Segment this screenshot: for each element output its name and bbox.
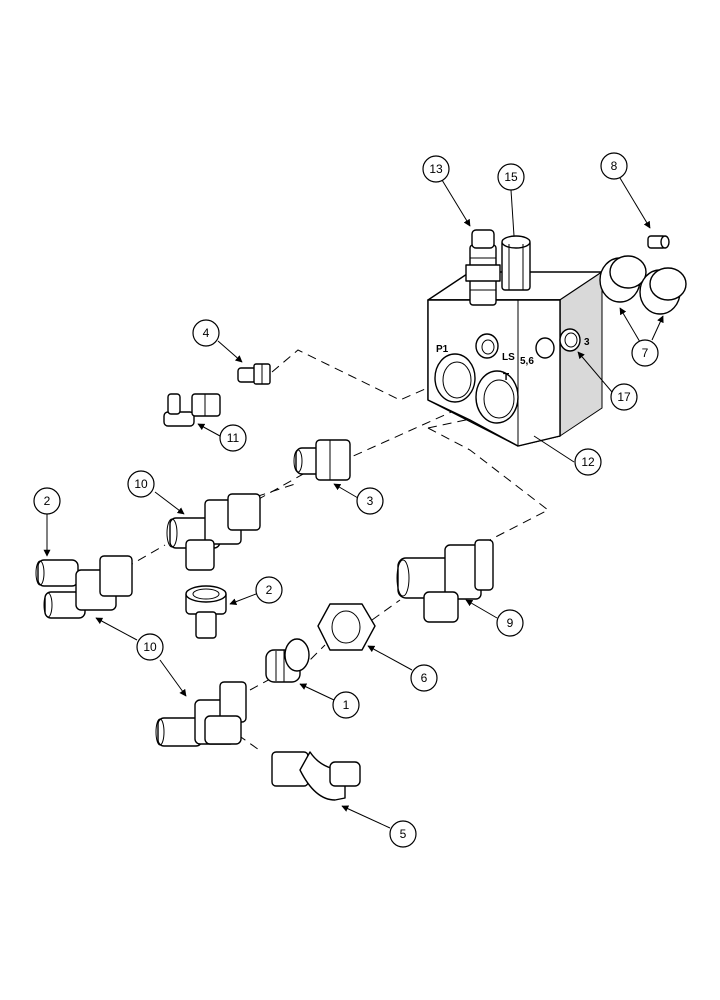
plug-pair <box>599 255 687 315</box>
callout-12: 12 <box>574 448 602 476</box>
callout-10-lower: 10 <box>136 633 164 661</box>
callout-2-center-label: 2 <box>266 583 273 597</box>
callout-10-lower-label: 10 <box>143 640 157 654</box>
small-plug <box>647 235 670 249</box>
callout-13: 13 <box>422 155 450 183</box>
callout-12-label: 12 <box>581 455 595 469</box>
callout-11-label: 11 <box>227 431 240 445</box>
callout-13-label: 13 <box>429 162 443 176</box>
callout-1-label: 1 <box>343 698 350 712</box>
small-tee <box>163 393 221 427</box>
callout-5-label: 5 <box>400 827 407 841</box>
callout-9-label: 9 <box>507 616 514 630</box>
callout-4-label: 4 <box>203 326 210 340</box>
callout-8-label: 8 <box>611 159 618 173</box>
callout-3: 3 <box>356 487 384 515</box>
callout-2-left-label: 2 <box>44 494 51 508</box>
callout-6-label: 6 <box>421 671 428 685</box>
callout-1: 1 <box>332 691 360 719</box>
sleeve-fitting <box>265 638 310 683</box>
tee-fitting-lower <box>155 681 247 747</box>
callout-7: 7 <box>631 339 659 367</box>
adapter-fitting <box>293 439 351 481</box>
callout-10-upper-label: 10 <box>134 477 148 491</box>
callout-4: 4 <box>192 319 220 347</box>
callout-9: 9 <box>496 609 524 637</box>
port-label-p1: P1 <box>436 344 449 355</box>
callout-6: 6 <box>410 664 438 692</box>
callout-7-label: 7 <box>642 346 649 360</box>
port-label-3: 3 <box>584 337 590 348</box>
elbow-fitting <box>271 751 361 801</box>
callout-5: 5 <box>389 820 417 848</box>
callout-11: 11 <box>219 424 247 452</box>
connector-fitting <box>237 363 271 385</box>
callout-17: 17 <box>610 383 638 411</box>
callout-15-label: 15 <box>504 170 518 184</box>
callout-17-label: 17 <box>617 390 631 404</box>
elbow-socket-fitting <box>185 585 227 639</box>
tee-fitting-left <box>35 555 133 619</box>
tee-fitting-upper <box>166 493 261 571</box>
swivel-nut <box>317 603 376 651</box>
port-label-t: T <box>503 372 509 383</box>
cartridge-valve <box>465 229 501 306</box>
tee-fitting-nine <box>396 539 494 623</box>
callout-10-upper: 10 <box>127 470 155 498</box>
relief-valve <box>501 235 531 291</box>
manifold-block: P1 LS 5,6 T 3 <box>427 271 603 447</box>
port-label-ls: LS <box>502 352 515 363</box>
callout-15: 15 <box>497 163 525 191</box>
port-label-5-6: 5,6 <box>520 356 534 367</box>
callout-2-left: 2 <box>33 487 61 515</box>
callout-8: 8 <box>600 152 628 180</box>
callout-2-center: 2 <box>255 576 283 604</box>
leader-lines <box>43 177 664 829</box>
callout-3-label: 3 <box>367 494 374 508</box>
